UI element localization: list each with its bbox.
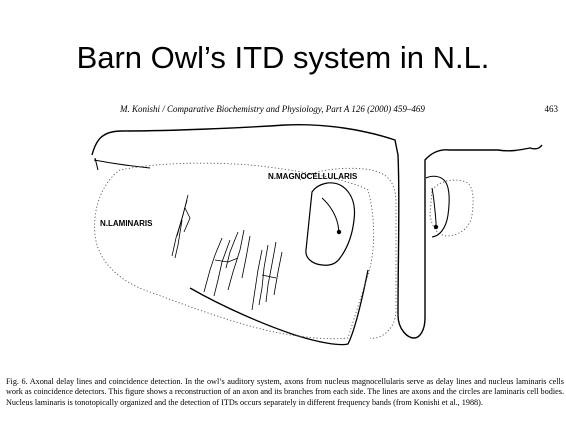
axon-branches-middle	[204, 230, 250, 296]
nucleus-boundary-solid	[95, 158, 98, 170]
axon-branches-left	[172, 195, 190, 258]
laminaris-cell-body	[337, 230, 341, 234]
brainstem-outline	[92, 125, 542, 338]
lamina-lower-outline	[190, 270, 368, 345]
laminaris-dotted-outline	[95, 163, 374, 339]
axon-branches-right	[252, 242, 282, 310]
magnocellularis-axon	[322, 198, 339, 232]
magnocellularis-dotted-outline	[300, 168, 396, 338]
right-cell-body	[434, 225, 438, 229]
right-lobe-axon	[432, 188, 436, 225]
lower-boundary-line	[94, 160, 150, 168]
magnocellularis-lobe	[306, 183, 355, 265]
label-laminaris: N.LAMINARIS	[100, 219, 153, 228]
label-magnocellularis: N.MAGNOCELLULARIS	[268, 172, 358, 181]
figure-caption: Fig. 6. Axonal delay lines and coinciden…	[6, 377, 564, 408]
